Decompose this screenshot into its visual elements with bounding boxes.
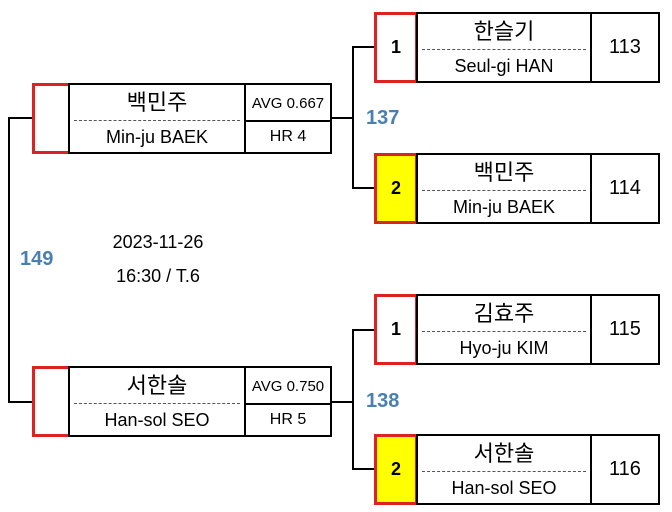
winner-name-korean: 서한솔 bbox=[126, 373, 188, 398]
bracket-line-left-bottom-stub bbox=[8, 401, 34, 403]
player-score-box: 115 bbox=[590, 294, 660, 365]
winner-name-english: Han-sol SEO bbox=[104, 410, 210, 430]
player-name-box: 서한솔 Han-sol SEO bbox=[416, 434, 592, 505]
player-name-korean: 김효주 bbox=[473, 301, 535, 326]
seed-number: 1 bbox=[390, 319, 401, 339]
player-name-box: 김효주 Hyo-ju KIM bbox=[416, 294, 592, 365]
match-date: 2023-11-26 bbox=[112, 232, 204, 252]
player-name-korean: 서한솔 bbox=[473, 441, 535, 466]
seed-number: 2 bbox=[390, 178, 401, 198]
divider bbox=[246, 403, 330, 405]
bracket-line-top-h bbox=[330, 117, 354, 119]
winner-name-box: 서한솔 Han-sol SEO bbox=[68, 366, 246, 437]
divider bbox=[422, 471, 586, 472]
player-name-box: 백민주 Min-ju BAEK bbox=[416, 153, 592, 224]
player-name-english: Hyo-ju KIM bbox=[459, 338, 549, 358]
final-score: 149 bbox=[20, 248, 54, 270]
bracket-line-bottom-a bbox=[352, 329, 376, 331]
bracket-line-top-a bbox=[352, 46, 376, 48]
winner-seed-box bbox=[32, 83, 70, 154]
bracket-line-bottom-b bbox=[352, 468, 376, 470]
player-score: 116 bbox=[609, 458, 641, 480]
seed-number-box: 1 bbox=[374, 294, 418, 365]
bracket-line-left-vertical bbox=[8, 117, 10, 403]
semifinal-score-bottom: 138 bbox=[366, 390, 400, 412]
player-score-box: 113 bbox=[590, 12, 660, 83]
winner-hr: HR 4 bbox=[269, 128, 307, 145]
seed-number-box: 1 bbox=[374, 12, 418, 83]
player-name-box: 한슬기 Seul-gi HAN bbox=[416, 12, 592, 83]
bracket-line-left-top-stub bbox=[8, 117, 34, 119]
divider bbox=[422, 331, 586, 332]
bracket-line-top-v bbox=[352, 46, 354, 189]
bracket-line-bottom-h bbox=[330, 401, 354, 403]
seed-number-box: 2 bbox=[374, 153, 418, 224]
divider bbox=[422, 190, 586, 191]
player-name-english: Seul-gi HAN bbox=[454, 56, 554, 76]
winner-name-english: Min-ju BAEK bbox=[105, 127, 209, 147]
divider bbox=[246, 120, 330, 122]
winner-name-korean: 백민주 bbox=[126, 90, 188, 115]
winner-avg: AVG 0.750 bbox=[251, 378, 325, 395]
divider bbox=[422, 49, 586, 50]
player-score-box: 114 bbox=[590, 153, 660, 224]
seed-number: 1 bbox=[390, 37, 401, 57]
winner-name-box: 백민주 Min-ju BAEK bbox=[68, 83, 246, 154]
semifinal-score-top: 137 bbox=[366, 107, 400, 129]
bracket-line-bottom-v bbox=[352, 329, 354, 470]
bracket-line-top-b bbox=[352, 187, 376, 189]
seed-number-box: 2 bbox=[374, 434, 418, 505]
winner-hr: HR 5 bbox=[269, 411, 307, 428]
winner-avg: AVG 0.667 bbox=[251, 95, 325, 112]
seed-number: 2 bbox=[390, 459, 401, 479]
winner-seed-box bbox=[32, 366, 70, 437]
winner-stats-box: AVG 0.750 HR 5 bbox=[244, 366, 332, 437]
divider bbox=[74, 120, 240, 121]
player-name-korean: 한슬기 bbox=[473, 19, 535, 44]
player-score: 113 bbox=[609, 36, 641, 58]
player-score: 114 bbox=[609, 177, 641, 199]
player-name-korean: 백민주 bbox=[473, 160, 535, 185]
player-name-english: Min-ju BAEK bbox=[452, 197, 556, 217]
player-score-box: 116 bbox=[590, 434, 660, 505]
player-score: 115 bbox=[609, 318, 641, 340]
player-name-english: Han-sol SEO bbox=[451, 478, 557, 498]
match-time-table: 16:30 / T.6 bbox=[116, 266, 200, 286]
winner-stats-box: AVG 0.667 HR 4 bbox=[244, 83, 332, 154]
divider bbox=[74, 403, 240, 404]
